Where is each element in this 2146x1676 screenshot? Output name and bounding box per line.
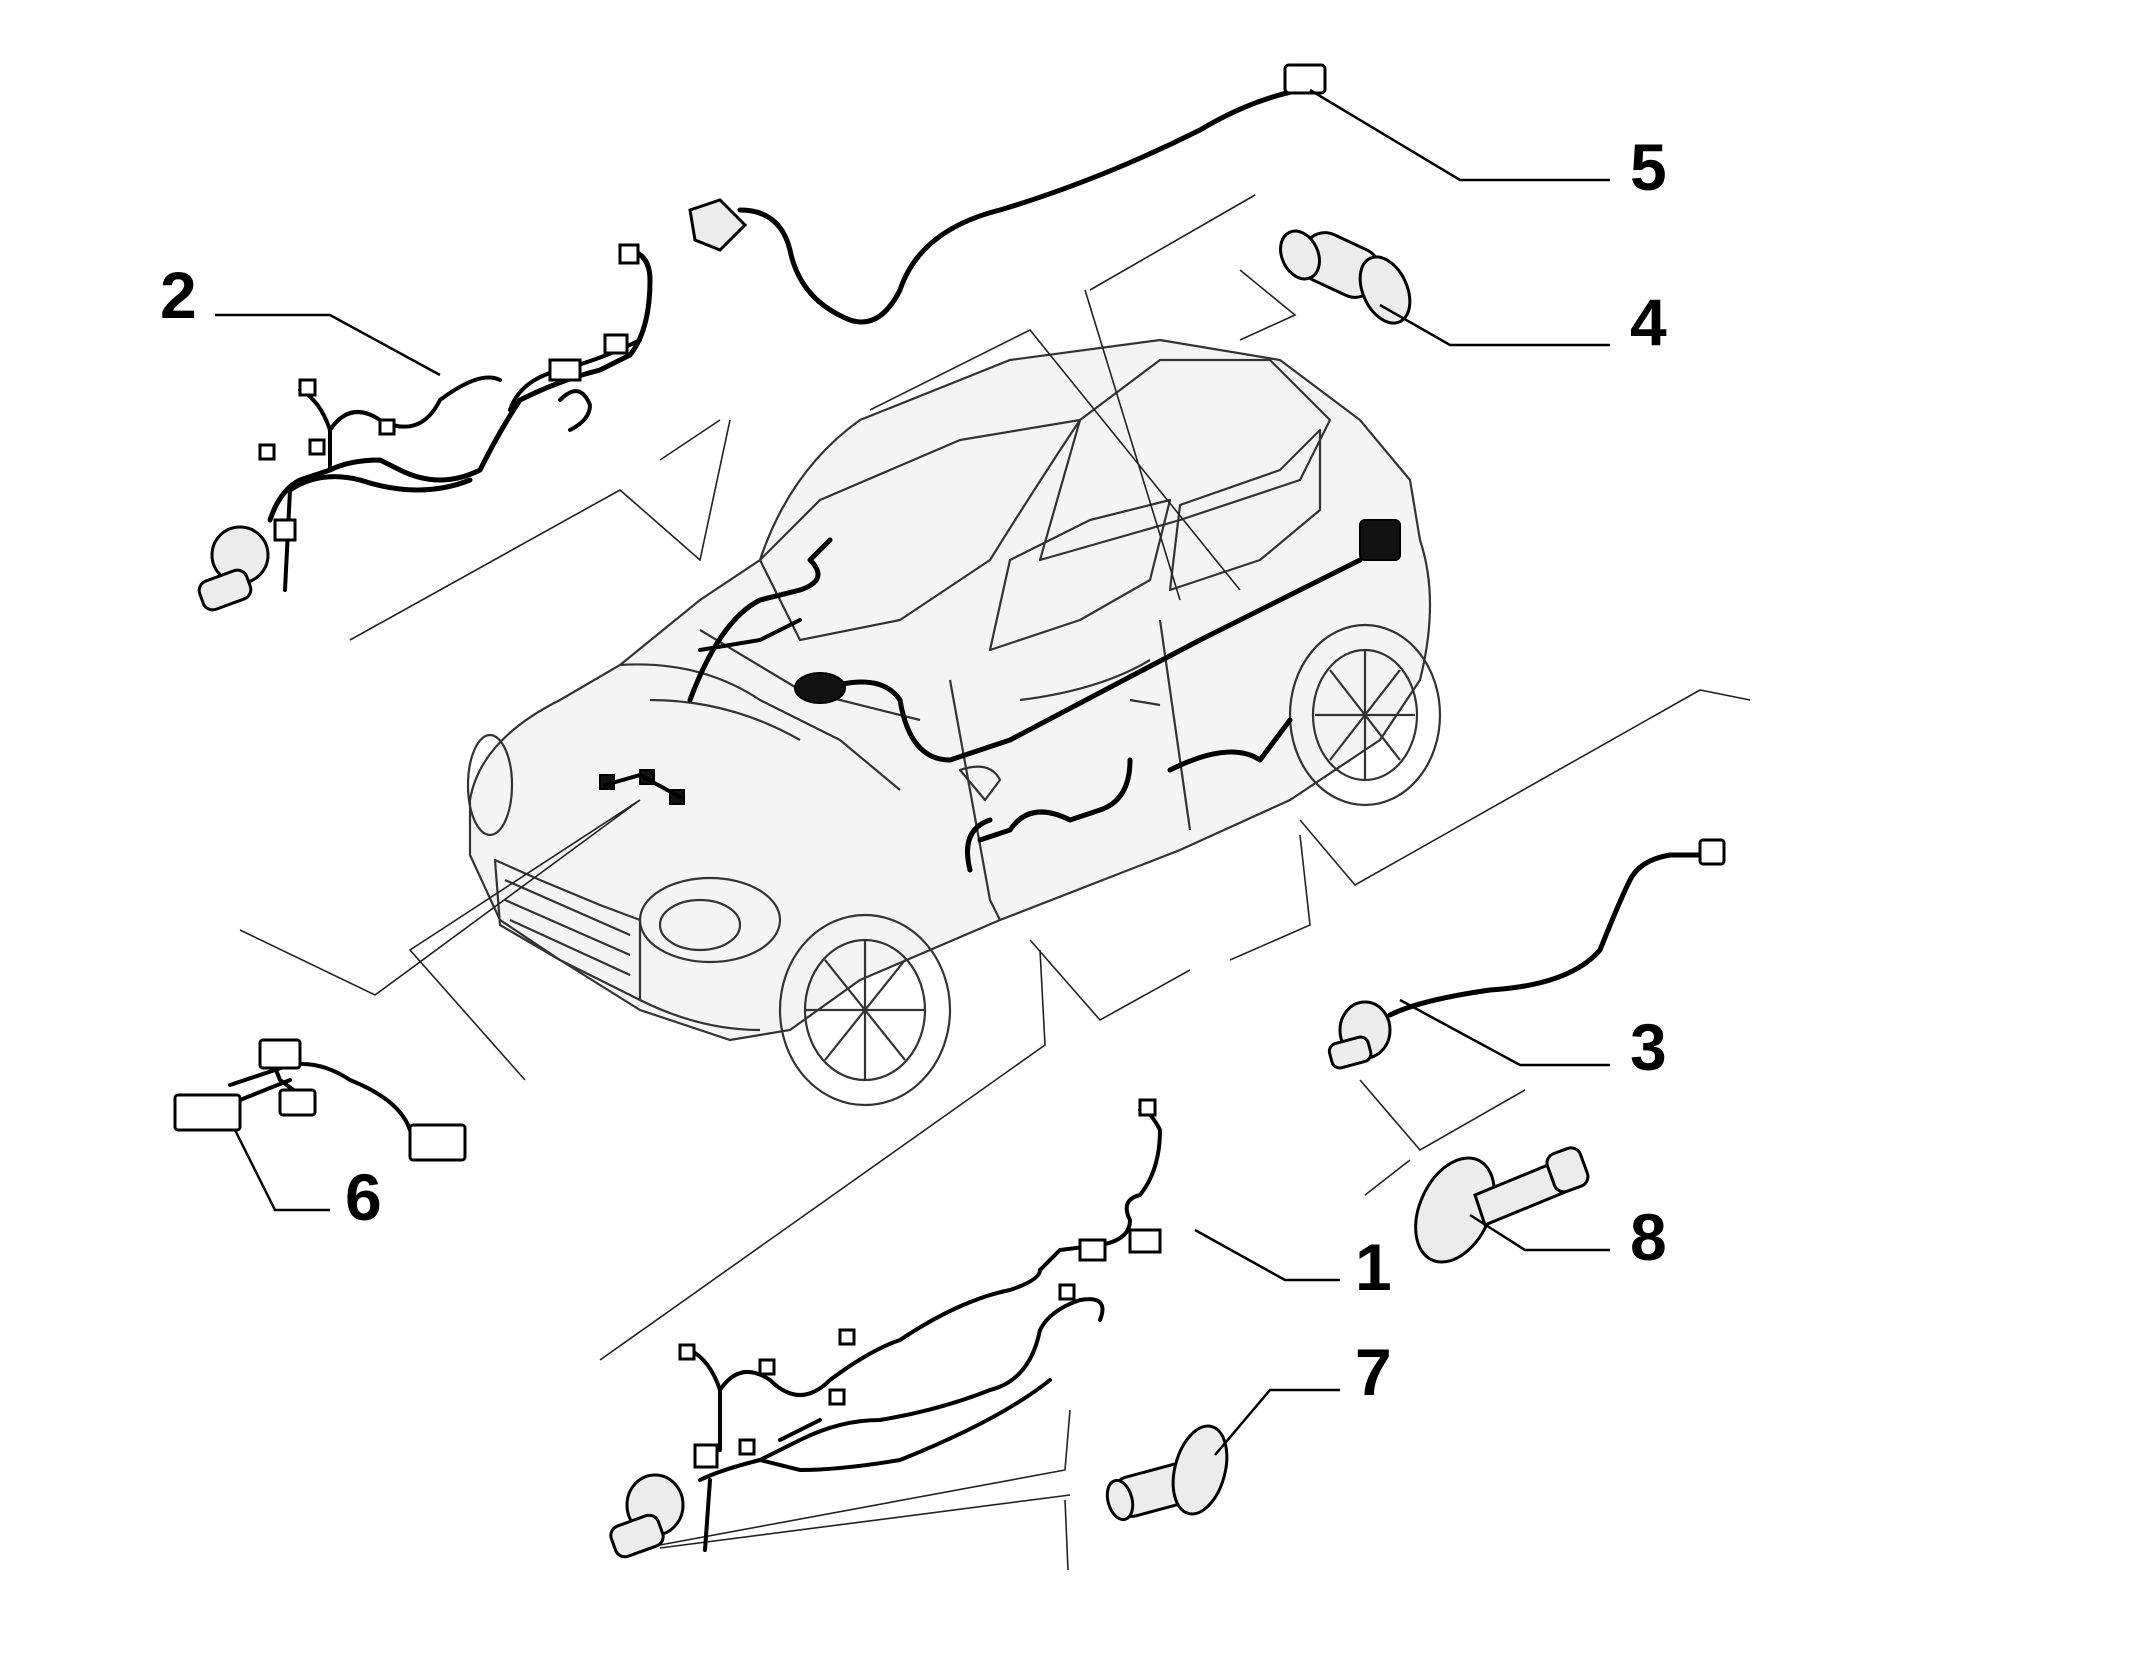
part-2-wiring-harness-icon: [197, 243, 653, 612]
callout-1: 1: [1355, 1230, 1392, 1304]
leader-lines: [215, 88, 1610, 1456]
callout-5: 5: [1630, 130, 1667, 204]
part-1-wiring-harness-icon: [609, 1098, 1163, 1559]
car-outline-icon: [466, 338, 1442, 1107]
callout-3: 3: [1630, 1010, 1667, 1084]
part-3-cable: [1327, 838, 1726, 1070]
part-4-grommet: [1279, 229, 1412, 325]
car-harness-routing: [599, 519, 1401, 873]
callout-4: 4: [1630, 285, 1667, 359]
callout-2: 2: [160, 258, 197, 332]
part-6-wiring-harness-icon: [173, 1038, 467, 1162]
part-8-grommet: [1414, 1146, 1590, 1264]
callout-7: 7: [1355, 1335, 1392, 1409]
callout-6: 6: [345, 1160, 382, 1234]
part-5-cable: [688, 63, 1327, 325]
part-7-grommet: [1105, 1424, 1229, 1522]
guide-lines: [239, 194, 1751, 1571]
callout-8: 8: [1630, 1200, 1667, 1274]
